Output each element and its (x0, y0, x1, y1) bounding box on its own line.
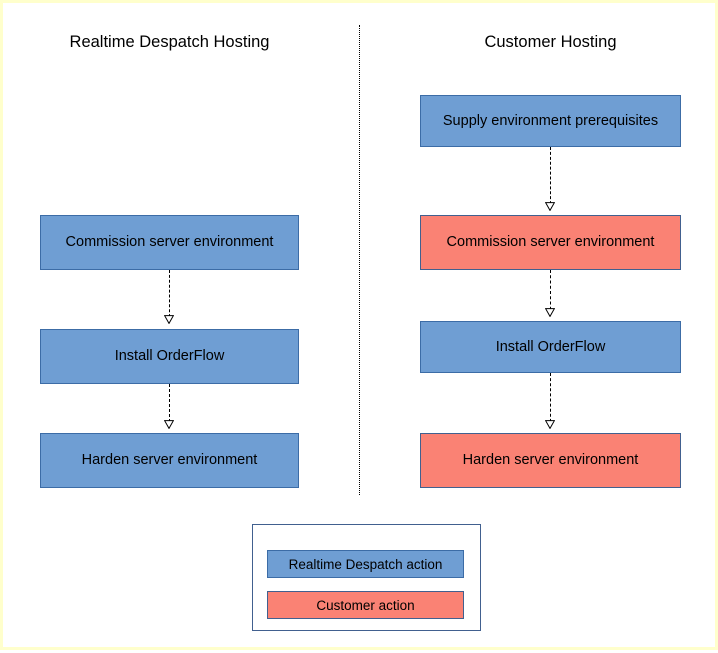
node-left-install-orderflow[interactable]: Install OrderFlow (40, 329, 299, 384)
diagram-canvas: Realtime Despatch Hosting Customer Hosti… (3, 3, 718, 653)
connector-stem (550, 373, 551, 427)
arrowhead-icon (164, 420, 174, 429)
connector-right-3 (545, 373, 555, 429)
connector-stem (550, 270, 551, 315)
node-right-supply-environment-prerequisites[interactable]: Supply environment prerequisites (420, 95, 681, 147)
arrowhead-icon (545, 308, 555, 317)
column-title-customer-hosting: Customer Hosting (484, 33, 617, 51)
connector-right-2 (545, 270, 555, 317)
legend: Realtime Despatch action Customer action (252, 524, 481, 631)
swimlane-divider (359, 25, 360, 495)
connector-right-1 (545, 147, 555, 211)
arrowhead-icon (164, 315, 174, 324)
connector-left-1 (164, 270, 174, 324)
legend-item-customer-action: Customer action (267, 591, 464, 619)
arrowhead-icon (545, 202, 555, 211)
connector-stem (550, 147, 551, 209)
node-left-harden-server-environment[interactable]: Harden server environment (40, 433, 299, 488)
node-left-commission-server-environment[interactable]: Commission server environment (40, 215, 299, 270)
node-right-harden-server-environment[interactable]: Harden server environment (420, 433, 681, 488)
connector-stem (169, 384, 170, 427)
connector-stem (169, 270, 170, 322)
arrowhead-icon (545, 420, 555, 429)
legend-item-realtime-despatch-action: Realtime Despatch action (267, 550, 464, 578)
connector-left-2 (164, 384, 174, 429)
node-right-commission-server-environment[interactable]: Commission server environment (420, 215, 681, 270)
column-title-realtime-despatch-hosting: Realtime Despatch Hosting (69, 33, 270, 51)
node-right-install-orderflow[interactable]: Install OrderFlow (420, 321, 681, 373)
